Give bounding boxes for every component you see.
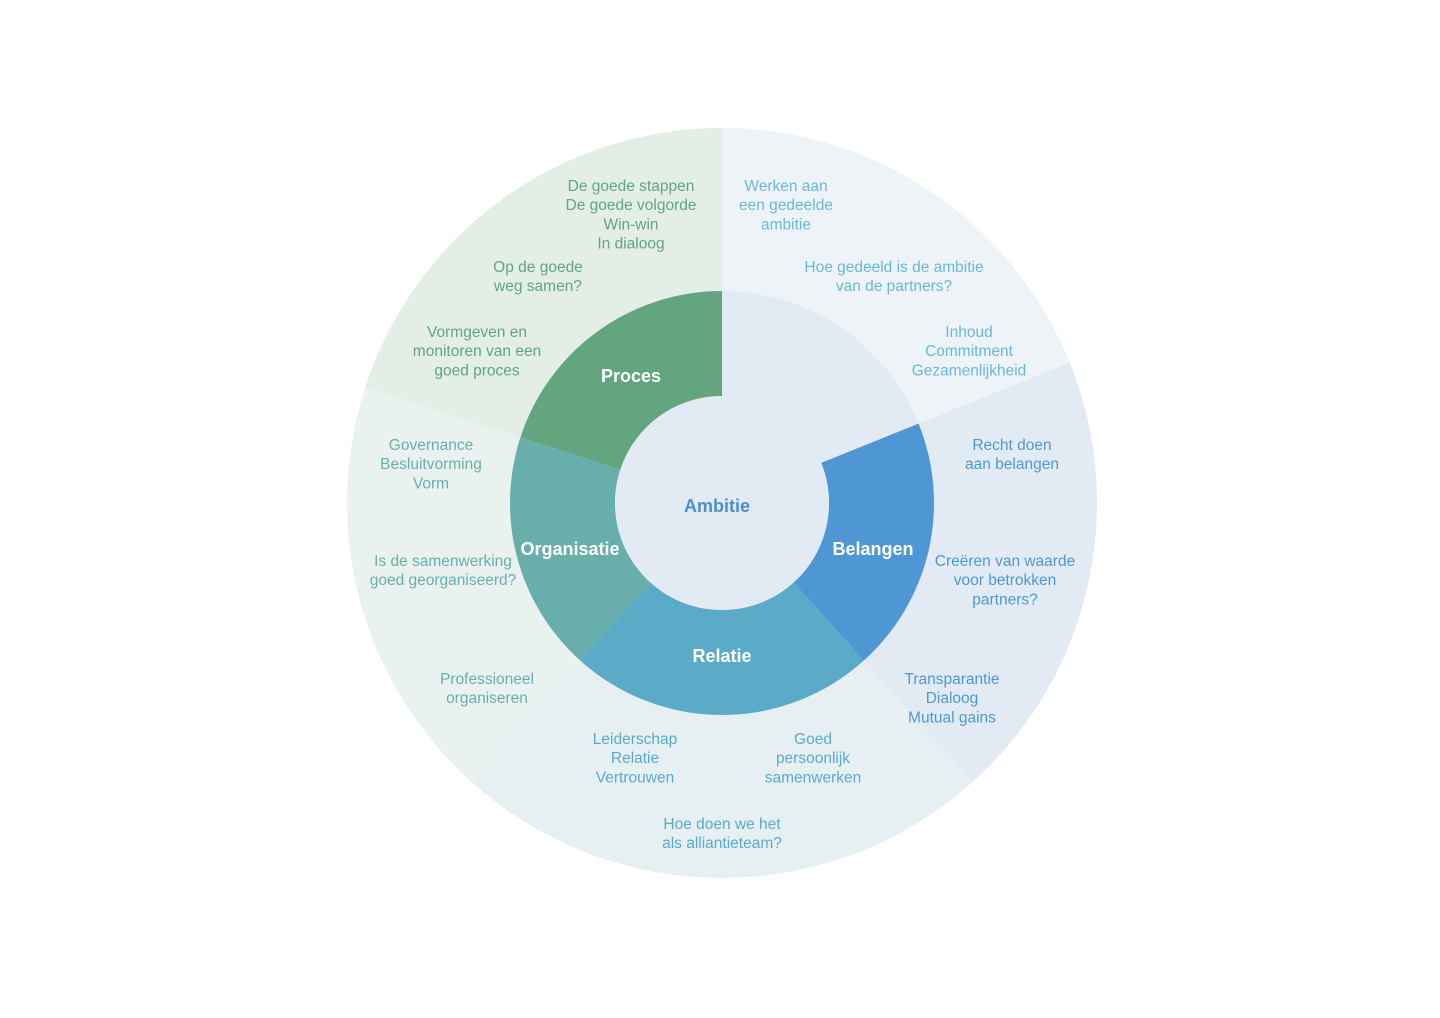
outer-text-ambitie-theme: Werken aan een gedeelde ambitie <box>739 178 833 233</box>
text-line: Professioneel <box>440 671 534 688</box>
text-line: Win-win <box>603 216 658 233</box>
text-line: Besluitvorming <box>380 456 482 473</box>
text-line: De goede stappen <box>568 178 695 195</box>
text-line: Transparantie <box>904 671 999 688</box>
text-line: een gedeelde <box>739 197 833 214</box>
ring-segment-organisatie <box>510 437 651 661</box>
text-line: weg samen? <box>493 278 582 295</box>
text-line: aan belangen <box>965 456 1059 473</box>
outer-text-belangen-question: Creëren van waarde voor betrokken partners… <box>935 553 1075 608</box>
text-line: Dialoog <box>926 690 979 707</box>
text-line: Inhoud <box>945 324 992 341</box>
ring-segment-proces <box>520 291 722 470</box>
text-line: In dialoog <box>597 236 664 253</box>
text-line: Gezamenlijkheid <box>912 362 1027 379</box>
text-line: organiseren <box>446 690 528 707</box>
outer-text-relatie-theme: Goed persoonlijk samenwerken <box>765 731 862 786</box>
text-line: De goede volgorde <box>566 197 697 214</box>
text-line: partners? <box>972 591 1038 608</box>
text-line: goed proces <box>434 362 520 379</box>
center-hole <box>615 396 829 610</box>
text-line: voor betrokken <box>954 572 1057 589</box>
outer-text-relatie-question: Hoe doen we het als alliantieteam? <box>662 816 782 852</box>
segment-label-relatie: Relatie <box>692 646 751 666</box>
text-line: samenwerken <box>765 769 862 786</box>
text-line: persoonlijk <box>776 750 850 767</box>
text-line: Commitment <box>925 343 1014 360</box>
text-line: Creëren van waarde <box>935 553 1075 570</box>
text-line: Recht doen <box>972 437 1051 454</box>
text-line: Goed <box>794 731 832 748</box>
segment-label-proces: Proces <box>601 366 661 386</box>
text-line: Relatie <box>611 750 659 767</box>
outer-text-ambitie-question: Hoe gedeeld is de ambitie van de partners… <box>804 259 983 295</box>
outer-text-organisatie-theme: Professioneel organiseren <box>440 671 534 707</box>
outer-text-proces-theme: Vormgeven en monitoren van een goed proces <box>413 324 541 379</box>
text-line: Vorm <box>413 475 449 492</box>
ring-segment-relatie <box>580 582 864 715</box>
ring-segment-belangen <box>793 423 934 661</box>
text-line: Hoe gedeeld is de ambitie <box>804 259 983 276</box>
text-line: Vormgeven en <box>427 324 527 341</box>
outer-text-proces-question: Op de goede weg samen? <box>493 259 583 295</box>
center-label-ambitie: Ambitie <box>684 496 750 516</box>
text-line: Werken aan <box>744 178 827 195</box>
text-line: Op de goede <box>493 259 583 276</box>
segment-label-organisatie: Organisatie <box>520 539 619 559</box>
text-line: Governance <box>389 437 473 454</box>
segment-label-belangen: Belangen <box>832 539 913 559</box>
text-line: Vertrouwen <box>596 769 674 786</box>
text-line: Mutual gains <box>908 709 996 726</box>
text-line: monitoren van een <box>413 343 541 360</box>
text-line: Leiderschap <box>593 731 677 748</box>
text-line: Is de samenwerking <box>374 553 512 570</box>
text-line: Hoe doen we het <box>663 816 781 833</box>
text-line: van de partners? <box>836 278 953 295</box>
outer-text-organisatie-question: Is de samenwerking goed georganiseerd? <box>370 553 517 589</box>
inner-ring <box>510 291 934 715</box>
text-line: als alliantieteam? <box>662 835 782 852</box>
text-line: goed georganiseerd? <box>370 572 517 589</box>
outer-text-belangen-theme: Recht doen aan belangen <box>965 437 1059 473</box>
text-line: ambitie <box>761 216 811 233</box>
